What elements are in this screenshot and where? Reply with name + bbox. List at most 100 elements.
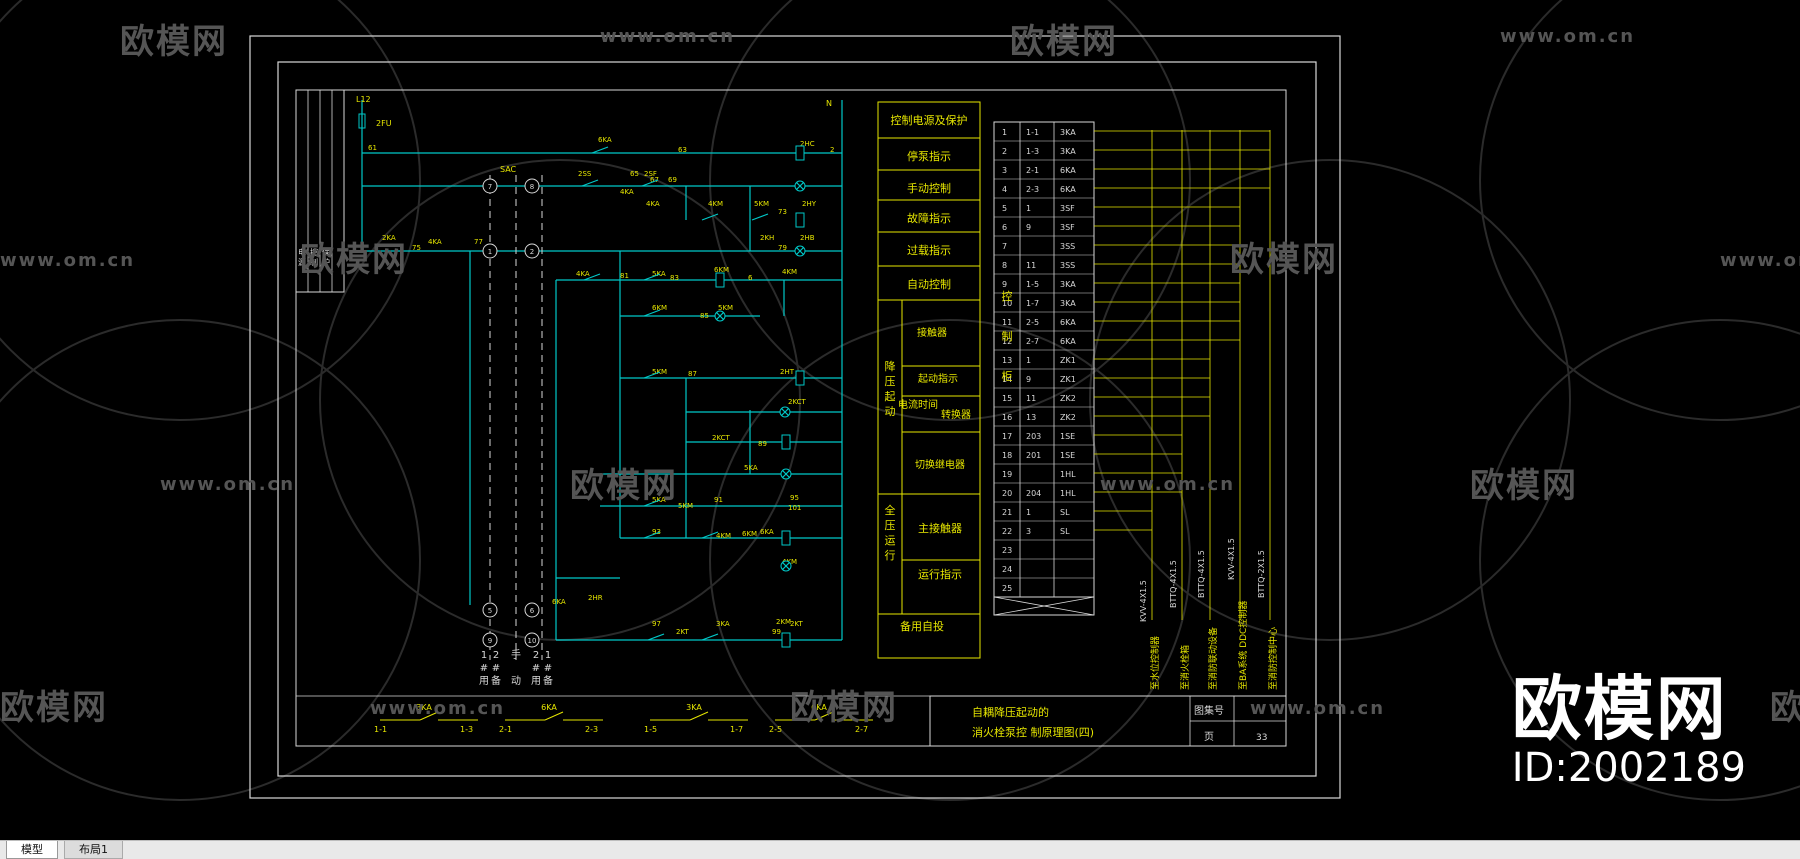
component-label: 2KCT bbox=[788, 398, 807, 406]
component-label: 85 bbox=[700, 312, 709, 320]
destination: 至BA系统 DDC控制器 bbox=[1237, 601, 1249, 690]
terminal-wire: 11 bbox=[1026, 394, 1036, 403]
bottom-contact-left: 2-1 bbox=[499, 725, 512, 734]
function-row-label: 自动控制 bbox=[907, 277, 951, 291]
destination-text: 至水位控制器 bbox=[1149, 636, 1161, 690]
terminal-number: 4 bbox=[1002, 185, 1007, 194]
function-row-label: 过载指示 bbox=[907, 243, 951, 257]
watermark-circle bbox=[709, 0, 1191, 421]
vertical-glyph: # bbox=[480, 663, 488, 674]
vertical-glyph: # bbox=[532, 663, 540, 674]
coil-symbol bbox=[795, 145, 805, 161]
decompress-item: 转换器 bbox=[941, 408, 971, 421]
switch-position-number: 6 bbox=[530, 607, 535, 615]
vertical-glyph: 电 bbox=[298, 247, 306, 257]
destination-text: 至消火栓箱 bbox=[1179, 645, 1191, 690]
lamp-cross bbox=[782, 470, 790, 478]
component-label: 77 bbox=[474, 238, 483, 246]
terminal-device: 6KA bbox=[1060, 185, 1076, 194]
terminal-number: 24 bbox=[1002, 565, 1012, 574]
cabinet-label: 柜 bbox=[1002, 370, 1013, 383]
watermark-url-text: www.om.cn bbox=[600, 26, 736, 47]
title-line-2: 消火栓泵控 制原理图(四) bbox=[972, 725, 1094, 739]
cable-spec-text: BTTQ-4X1.5 bbox=[1169, 560, 1178, 608]
terminal-number: 2 bbox=[1002, 147, 1007, 156]
terminal-wire: 1-3 bbox=[1026, 147, 1039, 156]
vertical-glyph: 2 bbox=[493, 650, 499, 661]
function-row-label: 控制电源及保护 bbox=[891, 113, 968, 127]
vertical-glyph: 护 bbox=[322, 257, 330, 267]
vertical-glyph: 动 bbox=[511, 675, 521, 687]
contact-symbol bbox=[643, 273, 661, 281]
component-label: 2HC bbox=[800, 140, 815, 148]
terminal-wire: 13 bbox=[1026, 413, 1036, 422]
bottom-contact-name: 6KA bbox=[811, 703, 827, 712]
function-block-frame bbox=[877, 101, 981, 659]
component-label: 67 bbox=[650, 176, 659, 184]
component-label: 2KH bbox=[760, 234, 774, 242]
lamp-cross bbox=[782, 562, 790, 570]
terminal-number: 3 bbox=[1002, 166, 1007, 175]
switch-position-number: 7 bbox=[488, 183, 492, 191]
vertical-glyph: 备 bbox=[491, 674, 501, 687]
vertical-glyph: 1 bbox=[481, 650, 487, 661]
brand-id-text: ID:2002189 bbox=[1511, 745, 1746, 791]
vertical-glyph: 行 bbox=[885, 549, 896, 562]
phase-label: L12 bbox=[356, 95, 371, 104]
switch-caption-right: 2#用 bbox=[531, 650, 541, 687]
terminal-number: 20 bbox=[1002, 489, 1012, 498]
cabinet-label: 控 bbox=[1002, 289, 1013, 303]
terminal-number: 8 bbox=[1002, 261, 1007, 270]
terminal-device: ZK2 bbox=[1060, 413, 1076, 422]
terminal-number: 11 bbox=[1002, 318, 1012, 327]
component-label: 6KM bbox=[652, 304, 667, 312]
fuse-label: 2FU bbox=[376, 119, 392, 128]
bottom-contact-right: 2-3 bbox=[585, 725, 598, 734]
function-row-label: 停泵指示 bbox=[907, 149, 951, 163]
bottom-contact-right: 1-3 bbox=[460, 725, 473, 734]
watermark-circle bbox=[1479, 0, 1800, 421]
switch-position-circle bbox=[524, 602, 540, 618]
terminal-wire: 1-5 bbox=[1026, 280, 1039, 289]
destination: 至消火栓箱 bbox=[1179, 645, 1191, 690]
switch-position-circle bbox=[482, 178, 498, 194]
bottom-contact-name: 6KA bbox=[541, 703, 557, 712]
vertical-glyph: # bbox=[492, 663, 500, 674]
terminal-device: 3SS bbox=[1060, 242, 1075, 251]
terminal-number: 25 bbox=[1002, 584, 1012, 593]
terminal-wire: 9 bbox=[1026, 375, 1031, 384]
component-label: 4KA bbox=[620, 188, 634, 196]
terminal-wire: 1 bbox=[1026, 356, 1031, 365]
terminal-number: 21 bbox=[1002, 508, 1012, 517]
component-label: 2HR bbox=[588, 594, 603, 602]
watermark-circle bbox=[0, 0, 421, 421]
coil-symbol bbox=[715, 272, 725, 288]
component-label: 75 bbox=[412, 244, 421, 252]
drawing-border bbox=[295, 89, 1287, 747]
tab-layout-1[interactable]: 布局1 bbox=[64, 841, 123, 859]
decompress-item: 起动指示 bbox=[918, 372, 958, 385]
bottom-contact-right: 2-7 bbox=[855, 725, 868, 734]
component-label: 87 bbox=[688, 370, 697, 378]
component-label: 2HY bbox=[802, 200, 817, 208]
coil-symbol bbox=[795, 212, 805, 228]
destination: 至消防控制中心 bbox=[1267, 627, 1279, 690]
vertical-glyph: 动 bbox=[885, 405, 896, 418]
terminal-device: 3KA bbox=[1060, 147, 1076, 156]
watermark-url-text: www.om.cn bbox=[1250, 698, 1386, 719]
vertical-glyph: 压 bbox=[885, 519, 896, 532]
terminal-device: 1SE bbox=[1060, 432, 1075, 441]
terminal-number: 14 bbox=[1002, 375, 1012, 384]
coil-symbol bbox=[795, 370, 805, 386]
terminal-number: 7 bbox=[1002, 242, 1007, 251]
destination-text: 至消防控制中心 bbox=[1267, 627, 1279, 690]
terminal-device: 6KA bbox=[1060, 318, 1076, 327]
left-strip-text: 控制 bbox=[310, 247, 318, 267]
cable-spec-text: BTTQ-4X1.5 bbox=[1197, 550, 1206, 598]
watermark-url-text: www.om.cn bbox=[1100, 474, 1236, 495]
tab-model[interactable]: 模型 bbox=[6, 841, 58, 859]
vertical-glyph: 保 bbox=[322, 247, 330, 257]
switch-position-circle bbox=[482, 602, 498, 618]
switch-caption-right: 1#备 bbox=[543, 650, 553, 687]
